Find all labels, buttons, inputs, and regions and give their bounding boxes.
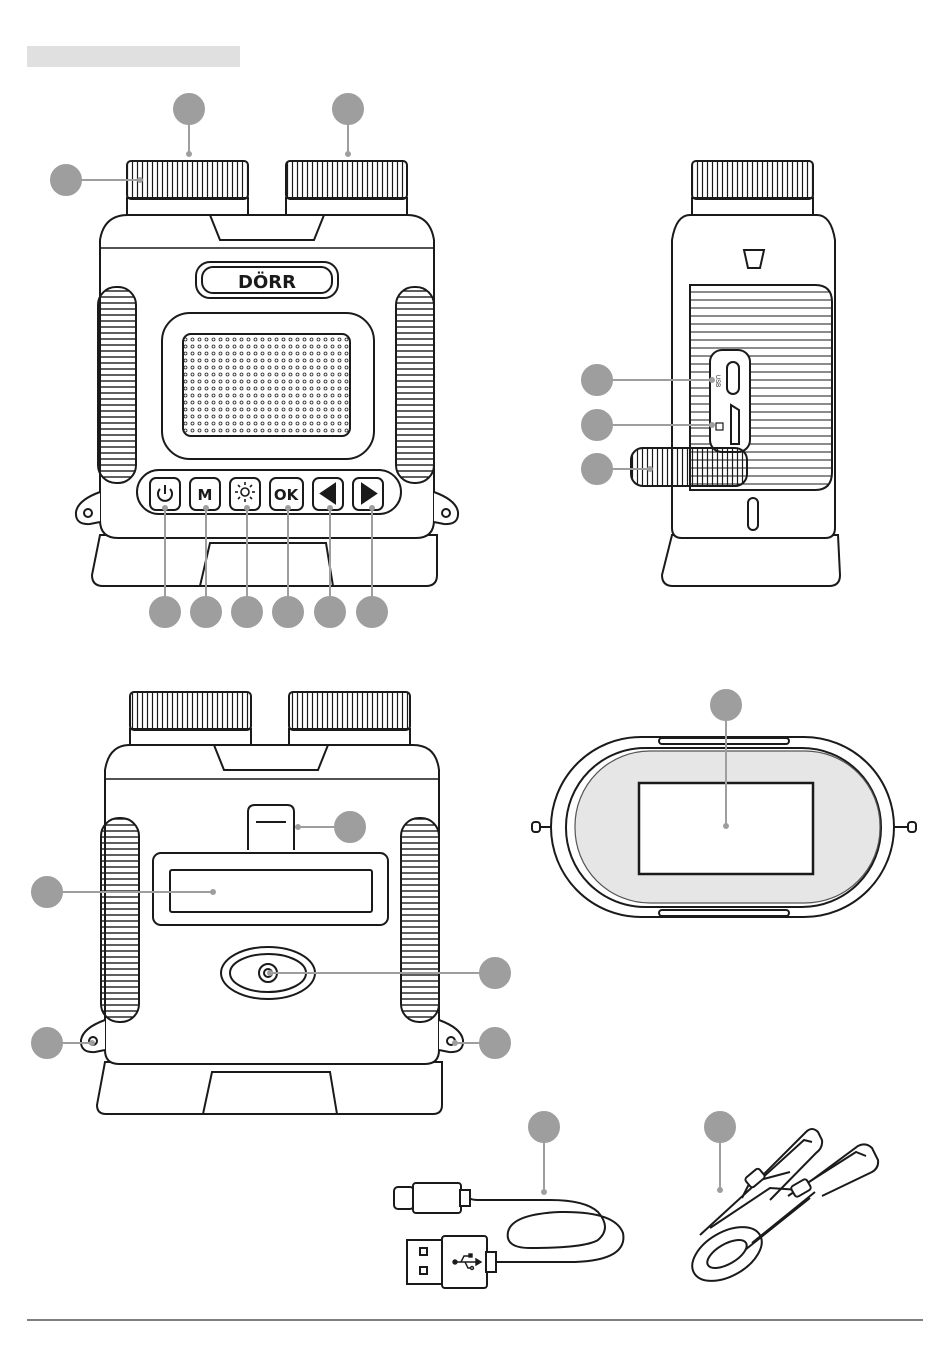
callout-strap-clip-marker	[335, 812, 365, 842]
lanyard	[683, 1129, 878, 1292]
callout-left-button-marker	[315, 597, 345, 627]
callout-right-lug-marker	[480, 1028, 510, 1058]
mode-button-label: M	[198, 486, 213, 504]
callout-right-eyepiece-marker	[333, 94, 363, 124]
callout-left-eyepiece-marker	[174, 94, 204, 124]
left-eyepiece-ring	[127, 161, 248, 199]
callout-focus-ring-marker	[51, 165, 81, 195]
usb-port-label: USB	[714, 375, 720, 387]
left-eyepiece	[127, 198, 248, 216]
callout-mode-button-marker	[191, 597, 221, 627]
right-eyepiece	[286, 198, 407, 216]
usb-cable	[394, 1183, 623, 1288]
strap-clip	[248, 805, 294, 850]
side-eyepiece	[692, 198, 813, 216]
side-view	[631, 161, 840, 586]
bottom-view	[81, 692, 463, 1114]
callout-screen-marker	[711, 690, 741, 720]
header-bar	[27, 46, 240, 67]
callout-power-button-marker	[150, 597, 180, 627]
callout-cable-marker	[529, 1112, 559, 1142]
callout-wheel-marker	[582, 454, 612, 484]
callout-battery-marker	[32, 877, 62, 907]
lanyard-callouts	[705, 1112, 735, 1192]
callout-left-lug-marker	[32, 1028, 62, 1058]
front-view	[76, 161, 458, 586]
callout-lanyard-marker	[705, 1112, 735, 1142]
battery-compartment[interactable]	[153, 853, 388, 925]
right-grip	[396, 287, 434, 483]
right-eyepiece-ring	[286, 161, 407, 199]
ok-button-label: OK	[274, 486, 300, 504]
side-eyepiece-ring	[692, 161, 813, 199]
callout-right-button-marker	[357, 597, 387, 627]
callout-ok-button-marker	[273, 597, 303, 627]
side-base	[662, 535, 840, 586]
callout-ir-button-marker	[232, 597, 262, 627]
left-grip	[98, 287, 136, 483]
cable-callouts	[529, 1112, 559, 1194]
brand-logo: DÖRR	[238, 271, 296, 293]
callout-usb-marker	[582, 365, 612, 395]
callout-sd-marker	[582, 410, 612, 440]
callout-tripod-marker	[480, 958, 510, 988]
speaker-grille	[183, 334, 350, 436]
